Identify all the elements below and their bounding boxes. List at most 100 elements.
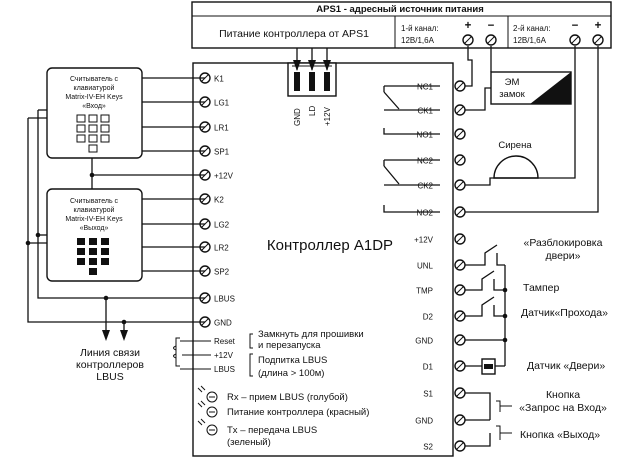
led-icon bbox=[197, 418, 218, 436]
reader-exit: Считыватель с клавиатурой Matrix-IV-EH K… bbox=[46, 188, 143, 282]
psu-ch1-plus: + bbox=[465, 20, 472, 32]
psu-output-label: Питание контроллера от APS1 bbox=[219, 28, 369, 40]
reader-entry-line4: «Вход» bbox=[82, 103, 106, 110]
reader-exit-line4: «Выход» bbox=[80, 225, 109, 232]
reader-exit-line1: Считыватель с bbox=[70, 198, 119, 205]
terminal-label: GND bbox=[415, 337, 433, 346]
psu-ch1-minus: − bbox=[488, 20, 495, 32]
reader-entry-line2: клавиатурой bbox=[74, 84, 115, 92]
terminal-label: NC1 bbox=[417, 83, 434, 92]
jumper-note2-line1: Подпитка LBUS bbox=[258, 355, 327, 366]
jumper-block: Reset +12V LBUS Замкнуть для прошивки и … bbox=[173, 329, 364, 379]
terminal-label: NC2 bbox=[417, 157, 434, 166]
button-enter-label-2: «Запрос на Вход» bbox=[519, 402, 607, 414]
terminal-label: K1 bbox=[214, 75, 224, 84]
relay-contacts bbox=[383, 85, 440, 213]
psu-ch2-label: 2-й канал: bbox=[513, 24, 551, 33]
terminal-label: GND bbox=[214, 319, 232, 328]
jumper-lbus-label: LBUS bbox=[214, 365, 235, 374]
reader-exit-line2: клавиатурой bbox=[74, 206, 115, 214]
terminal-label: S2 bbox=[423, 443, 433, 452]
terminal-right-3: NC2 bbox=[417, 154, 466, 166]
reader-exit-line3: Matrix-IV-EH Keys bbox=[65, 216, 123, 223]
tamper-label: Тампер bbox=[523, 282, 560, 294]
reader-entry: Считыватель с клавиатурой Matrix-IV-EH K… bbox=[46, 67, 143, 159]
reader-entry-line3: Matrix-IV-EH Keys bbox=[65, 94, 123, 101]
psu-ch2-plus: + bbox=[595, 20, 602, 32]
terminal-label: SP1 bbox=[214, 148, 230, 157]
led-power-label: Питание контроллера (красный) bbox=[227, 407, 369, 418]
terminal-label: +12V bbox=[214, 172, 234, 181]
connector-pin-gnd: GND bbox=[293, 108, 302, 126]
terminal-label: CK2 bbox=[417, 182, 433, 191]
lock-label-2: замок bbox=[499, 89, 525, 100]
lbus-line-label3: LBUS bbox=[96, 371, 123, 383]
terminal-right-6: +12V bbox=[414, 233, 466, 245]
button-enter-label-1: Кнопка bbox=[546, 389, 580, 401]
connector-pin-ld: LD bbox=[308, 106, 317, 116]
lbus-line-label2: контроллеров bbox=[76, 359, 144, 371]
terminal-label: SP2 bbox=[214, 268, 230, 277]
terminal-label: NO1 bbox=[417, 131, 434, 140]
jumper-12v-label: +12V bbox=[214, 351, 234, 360]
terminal-label: LR1 bbox=[214, 124, 229, 133]
lock-label-1: ЭМ bbox=[505, 77, 520, 88]
led-indicators: Rx – прием LBUS (голубой) Питание контро… bbox=[197, 385, 369, 448]
psu-ch2-rating: 12В/1,6А bbox=[513, 36, 547, 45]
terminal-label: LG1 bbox=[214, 99, 230, 108]
psu-box bbox=[191, 1, 612, 49]
reader-wiring bbox=[25, 77, 205, 341]
terminal-label: +12V bbox=[414, 236, 434, 245]
terminal-label: LR2 bbox=[214, 244, 229, 253]
jumper-reset-label: Reset bbox=[214, 337, 236, 346]
input-wiring bbox=[465, 244, 512, 447]
jumper-note1-line1: Замкнуть для прошивки bbox=[258, 329, 364, 340]
door-sensor-label: Датчик «Двери» bbox=[527, 360, 605, 372]
power-supply-aps1: APS1 - адресный источник питания Питание… bbox=[191, 1, 612, 49]
terminal-right-2: NO1 bbox=[417, 128, 466, 140]
terminal-label: CK1 bbox=[417, 107, 433, 116]
button-exit-label: Кнопка «Выход» bbox=[520, 429, 600, 441]
terminal-left-4: +12V bbox=[199, 169, 234, 181]
terminal-label: UNL bbox=[417, 262, 434, 271]
psu-ch1-rating: 12В/1,6А bbox=[401, 36, 435, 45]
keypad-icon bbox=[76, 114, 110, 153]
terminal-label: TMP bbox=[416, 287, 433, 296]
lbus-line-label1: Линия связи bbox=[80, 347, 140, 359]
controller-a1dp: Контроллер A1DP bbox=[192, 62, 454, 457]
siren: Сирена bbox=[465, 46, 599, 213]
connector-pin-12v: +12V bbox=[323, 106, 332, 126]
terminal-label: D2 bbox=[423, 313, 434, 322]
led-tx-label-2: (зеленый) bbox=[227, 437, 271, 448]
psu-title: APS1 - адресный источник питания bbox=[316, 4, 484, 15]
terminal-right-4: CK2 bbox=[417, 179, 466, 191]
keypad-icon bbox=[77, 238, 109, 275]
power-connector: GND LD +12V bbox=[287, 48, 337, 126]
controller-box bbox=[192, 62, 454, 457]
controller-title: Контроллер A1DP bbox=[267, 237, 393, 254]
terminal-left-9: LBUS bbox=[199, 292, 235, 304]
jumper-note2-line2: (длина > 100м) bbox=[258, 368, 324, 379]
terminal-label: GND bbox=[415, 417, 433, 426]
jumper-note1-line2: и перезапуска bbox=[258, 340, 321, 351]
terminal-label: S1 bbox=[423, 390, 433, 399]
led-icon bbox=[197, 400, 218, 418]
siren-label: Сирена bbox=[498, 140, 532, 151]
terminal-label: LG2 bbox=[214, 221, 230, 230]
psu-screw-terminals bbox=[462, 34, 604, 46]
terminal-label: NO2 bbox=[417, 209, 434, 218]
right-terminal-block: NC1CK1NO1NC2CK2NO2+12VUNLTMPD2GNDD1S1GND… bbox=[414, 80, 466, 452]
terminal-right-11: D1 bbox=[423, 360, 466, 372]
led-rx-label: Rx – прием LBUS (голубой) bbox=[227, 392, 348, 403]
terminal-label: LBUS bbox=[214, 295, 235, 304]
led-icon bbox=[197, 385, 218, 403]
reader-entry-line1: Считыватель с bbox=[70, 76, 119, 83]
terminal-right-8: TMP bbox=[416, 284, 466, 296]
em-lock: ЭМ замок bbox=[465, 46, 572, 111]
unlock-label-1: «Разблокировка bbox=[524, 237, 603, 249]
psu-ch1-label: 1-й канал: bbox=[401, 24, 439, 33]
led-tx-label: Tx – передача LBUS bbox=[227, 425, 317, 436]
pass-sensor-label: Датчик«Прохода» bbox=[521, 307, 608, 319]
terminal-label: K2 bbox=[214, 196, 224, 205]
